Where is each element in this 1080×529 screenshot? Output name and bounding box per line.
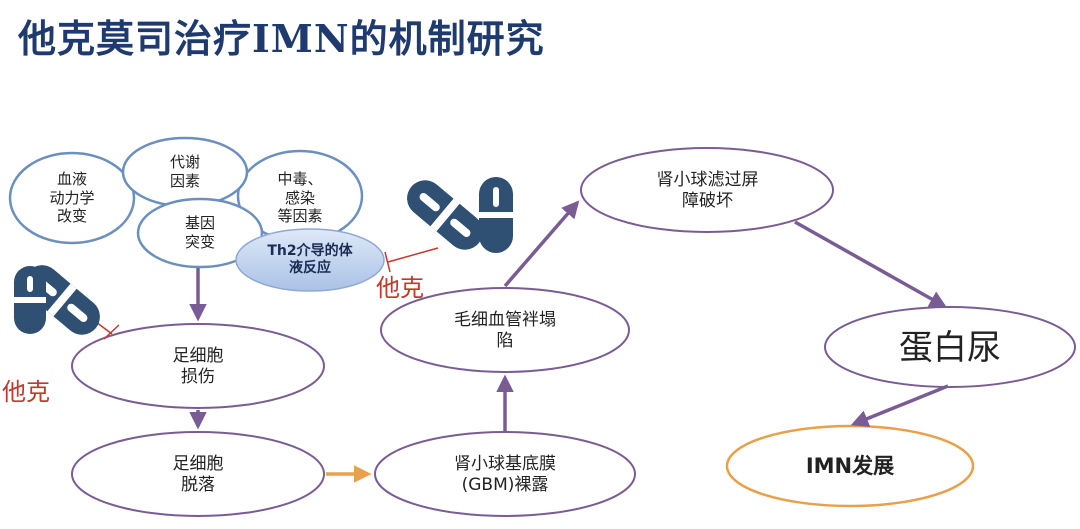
page-title: 他克莫司治疗IMN的机制研究 <box>18 16 545 61</box>
node-gene <box>136 197 264 269</box>
node-podocyte-injury <box>71 323 325 409</box>
node-th2 <box>235 228 385 292</box>
inhibit-bar-left <box>103 324 120 340</box>
label-toxin: 中毒、 感染 等因素 <box>277 169 323 226</box>
capsule-left-2-icon <box>14 266 46 334</box>
label-hemodynamics: 血液 动力学 改变 <box>49 169 95 226</box>
label-podocyte-drop: 足细胞 脱落 <box>172 453 224 495</box>
node-filtration <box>580 147 834 233</box>
label-th2: Th2介导的体 液反应 <box>267 242 353 277</box>
node-proteinuria <box>824 306 1076 388</box>
label-capillary: 毛细血管袢塌 陷 <box>454 309 556 351</box>
label-proteinuria: 蛋白尿 <box>899 327 1001 368</box>
node-capillary <box>380 287 630 373</box>
node-imn <box>725 424 975 508</box>
node-gbm <box>374 431 636 517</box>
drug-label-left: 他克 <box>2 378 50 406</box>
label-gbm: 肾小球基底膜 (GBM)裸露 <box>454 453 556 495</box>
arrow-capillary-to-filtration <box>503 200 580 288</box>
inhibit-line-right <box>387 247 439 263</box>
node-hemodynamics <box>8 151 136 245</box>
arrow-proteinuria-to-imn <box>850 384 949 427</box>
label-gene: 基因 突变 <box>184 214 215 251</box>
drug-label-right: 他克 <box>376 274 424 302</box>
arrow-filtration-to-proteinuria <box>794 220 948 308</box>
label-podocyte-injury: 足细胞 损伤 <box>172 345 224 387</box>
label-metabolic: 代谢 因素 <box>169 153 200 190</box>
capsule-right-2-icon <box>479 177 513 253</box>
label-filtration: 肾小球滤过屏 障破坏 <box>656 169 759 211</box>
node-podocyte-drop <box>71 431 325 517</box>
capsule-right-icon <box>407 180 483 250</box>
inhibit-bar-right <box>384 251 391 273</box>
label-imn: IMN发展 <box>805 453 895 478</box>
